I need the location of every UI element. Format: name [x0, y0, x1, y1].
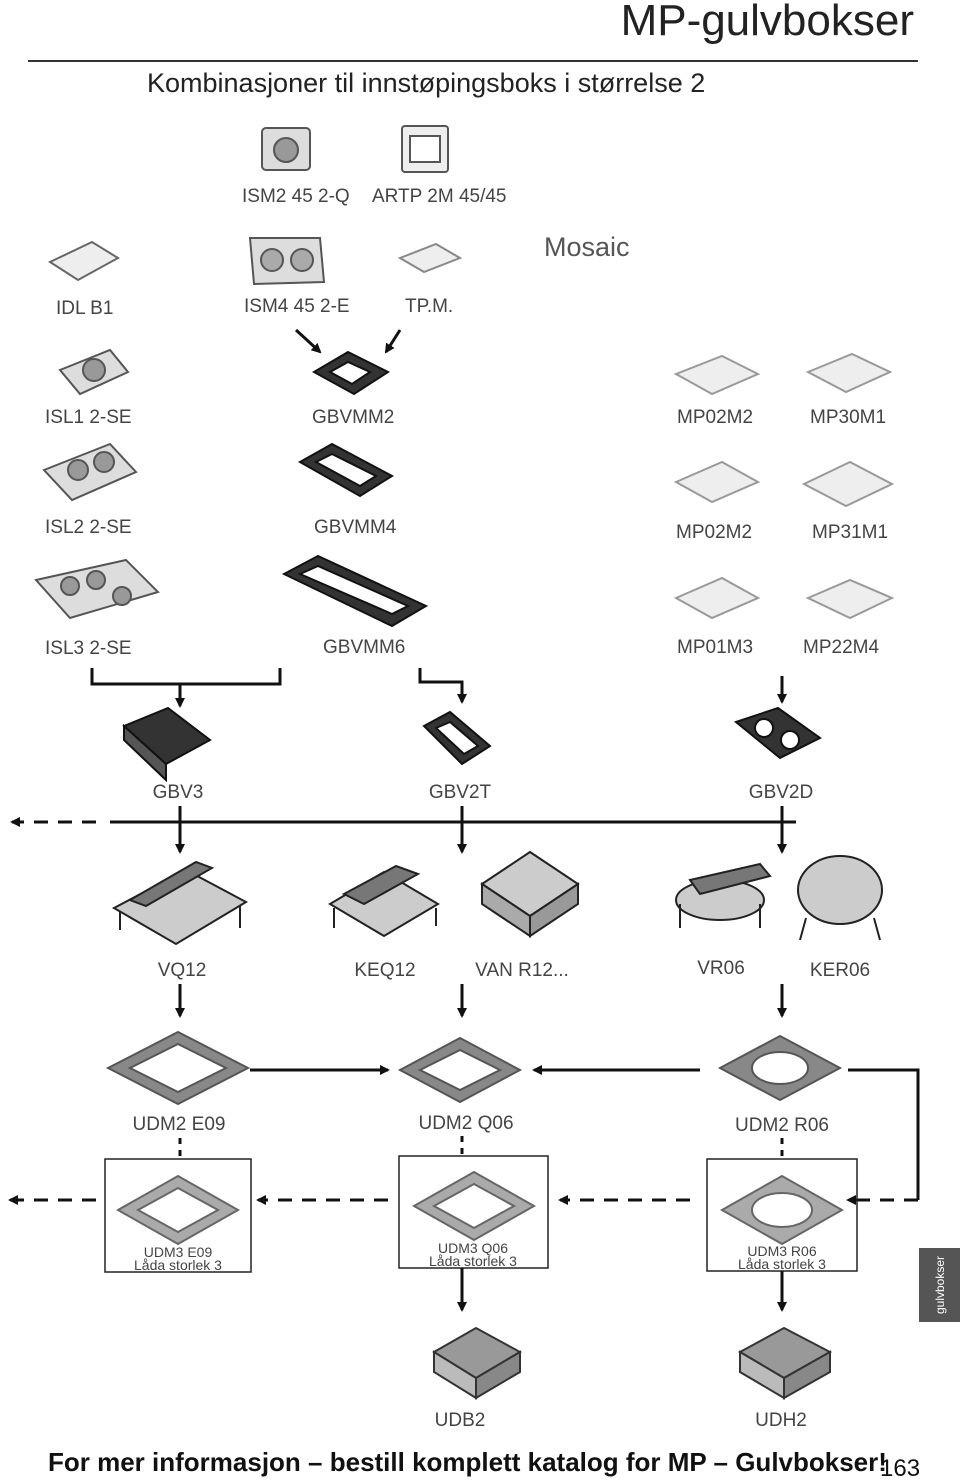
page-number: 163	[880, 1455, 921, 1482]
label-artp: ARTP 2M 45/45	[372, 186, 507, 207]
label-udm2-q06: UDM2 Q06	[418, 1113, 514, 1134]
label-ism4: ISM4 45 2-E	[244, 296, 350, 317]
label-udb2: UDB2	[434, 1410, 486, 1431]
label-mp30m1: MP30M1	[810, 407, 887, 428]
label-gbv2t: GBV2T	[428, 782, 492, 803]
label-gbvmm6: GBVMM6	[323, 637, 406, 658]
label-isl1: ISL1 2-SE	[45, 407, 132, 428]
mp02m2-b-product-icon	[673, 460, 761, 504]
label-keq12: KEQ12	[354, 960, 416, 981]
page-title: MP-gulvbokser	[620, 0, 914, 45]
mp02m2-a-product-icon	[673, 354, 761, 396]
label-van: VAN R12...	[475, 960, 569, 981]
label-isl3: ISL3 2-SE	[45, 638, 132, 659]
label-ism2: ISM2 45 2-Q	[242, 186, 350, 207]
vq12-product-icon	[111, 860, 249, 946]
label-ker06: KER06	[809, 960, 871, 981]
label-gbvmm2: GBVMM2	[312, 407, 395, 428]
keq12-product-icon	[328, 864, 440, 938]
ism2-product-icon	[261, 127, 311, 171]
label-udm3-q06-name: UDM3 Q06	[437, 1240, 509, 1256]
label-mp31m1: MP31M1	[812, 522, 889, 543]
isl1-product-icon	[58, 348, 130, 396]
label-udm3-r06-size: Låda storlek 3	[738, 1256, 826, 1272]
mp01m3-product-icon	[673, 576, 761, 620]
gbvmm2-product-icon	[311, 350, 391, 396]
isl2-product-icon	[42, 442, 138, 502]
footer-text: For mer informasjon – bestill komplett k…	[48, 1447, 887, 1477]
label-gbv3: GBV3	[152, 782, 204, 803]
label-udm3-q06: UDM3 Q06 Låda storlek 3	[429, 1240, 517, 1269]
page-subtitle: Kombinasjoner til innstøpingsboks i stør…	[147, 68, 706, 98]
gbv2t-product-icon	[422, 710, 492, 766]
artp-product-icon	[401, 125, 449, 173]
label-udh2: UDH2	[755, 1410, 807, 1431]
udm2-q06-product-icon	[397, 1036, 523, 1104]
label-mp22m4: MP22M4	[803, 637, 880, 658]
label-mp02m2-b: MP02M2	[676, 522, 753, 543]
udm3-r06-product-icon	[719, 1174, 845, 1246]
label-mp02m2-a: MP02M2	[677, 407, 754, 428]
udm2-r06-product-icon	[717, 1034, 843, 1102]
label-gbvmm4: GBVMM4	[314, 517, 397, 538]
label-gbv2d: GBV2D	[748, 782, 814, 803]
label-isl2: ISL2 2-SE	[45, 517, 132, 538]
ker06-product-icon	[797, 855, 883, 941]
label-vr06: VR06	[697, 958, 745, 979]
idl-product-icon	[47, 240, 120, 282]
mp22m4-product-icon	[805, 578, 895, 620]
section-side-tab-label: gulvbokser	[932, 1255, 947, 1315]
udb2-product-icon	[432, 1326, 523, 1400]
gbv2d-product-icon	[733, 706, 822, 760]
label-udm3-e09-size: Låda storlek 3	[134, 1257, 222, 1273]
label-tpm: TP.M.	[405, 296, 454, 317]
label-idl: IDL B1	[56, 298, 114, 319]
label-udm3-e09-name: UDM3 E09	[143, 1244, 213, 1260]
label-udm3-r06: UDM3 R06 Låda storlek 3	[738, 1243, 826, 1272]
udm3-e09-frame	[104, 1158, 252, 1273]
label-udm3-q06-size: Låda storlek 3	[429, 1253, 517, 1269]
label-udm2-r06: UDM2 R06	[735, 1115, 829, 1136]
label-udm3-e09: UDM3 E09 Låda storlek 3	[134, 1244, 222, 1273]
udm3-e09-product-icon	[115, 1174, 241, 1246]
label-mp01m3: MP01M3	[677, 637, 754, 658]
mp30m1-product-icon	[805, 352, 893, 394]
gbvmm4-product-icon	[297, 442, 394, 498]
label-mosaic: Mosaic	[544, 232, 630, 262]
title-rule	[28, 60, 918, 62]
label-udm2-e09: UDM2 E09	[132, 1114, 226, 1135]
udm3-q06-product-icon	[411, 1170, 537, 1242]
ism4-product-icon	[248, 237, 326, 286]
label-vq12: VQ12	[157, 960, 207, 981]
label-udm3-r06-name: UDM3 R06	[747, 1243, 817, 1259]
isl3-product-icon	[34, 558, 160, 620]
udm3-q06-frame	[398, 1155, 549, 1269]
van-product-icon	[480, 850, 580, 938]
gbvmm6-product-icon	[281, 554, 429, 628]
vr06-product-icon	[675, 862, 772, 928]
section-side-tab: gulvbokser	[919, 1248, 960, 1322]
mp31m1-product-icon	[801, 460, 895, 508]
gbv3-product-icon	[122, 706, 212, 783]
udm2-e09-product-icon	[105, 1030, 251, 1106]
tpm-product-icon	[397, 242, 463, 274]
udh2-product-icon	[737, 1326, 833, 1400]
